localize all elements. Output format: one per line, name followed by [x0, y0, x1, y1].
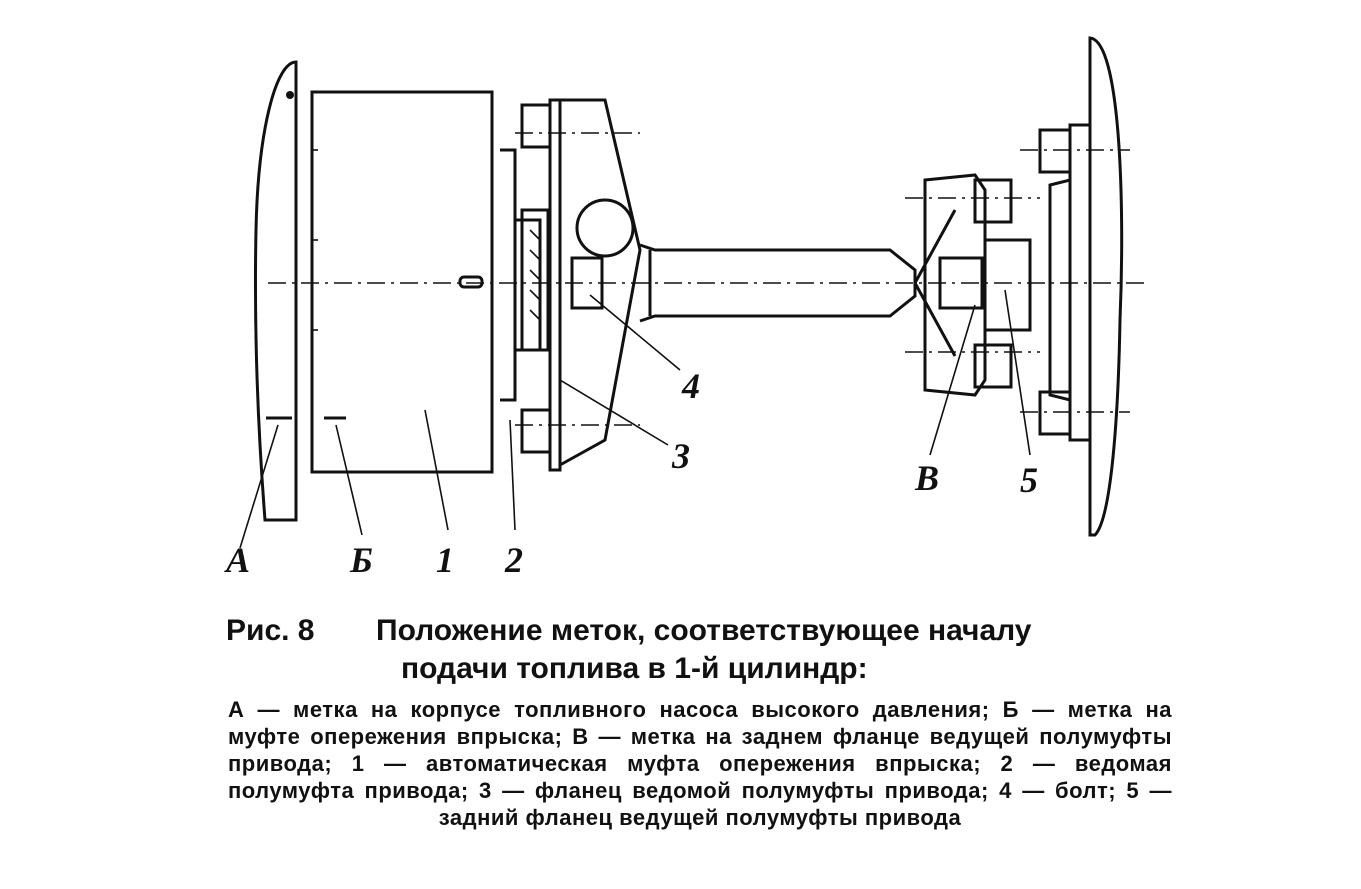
- label-v: В: [914, 458, 939, 498]
- bolt: [570, 198, 635, 310]
- driven-half-coupling: [500, 148, 550, 402]
- drive-rear-flange: [905, 173, 1040, 397]
- label-a: А: [224, 540, 250, 580]
- caption-title-line1: Положение меток, соответствующее началу: [376, 614, 1032, 647]
- technical-drawing: А Б 1 2 3 4 В 5: [224, 36, 1150, 580]
- figure-legend: А — метка на корпусе топливного насоса в…: [228, 697, 1172, 830]
- label-4: 4: [681, 366, 700, 406]
- label-1: 1: [436, 540, 454, 580]
- label-3: 3: [671, 436, 690, 476]
- driven-flange: [515, 98, 642, 472]
- caption-title-line2: подачи топлива в 1-й цилиндр:: [401, 652, 868, 685]
- label-2: 2: [504, 540, 523, 580]
- leader-lines: [239, 289, 1031, 549]
- pump-housing: [253, 60, 298, 522]
- figure-number: Рис. 8: [226, 614, 315, 647]
- drive-housing: [1020, 36, 1130, 537]
- figure-caption-title: Рис. 8 Положение меток, соответствующее н…: [226, 612, 1186, 688]
- label-5: 5: [1020, 460, 1038, 500]
- label-b: Б: [349, 540, 373, 580]
- advance-coupling: [310, 90, 494, 474]
